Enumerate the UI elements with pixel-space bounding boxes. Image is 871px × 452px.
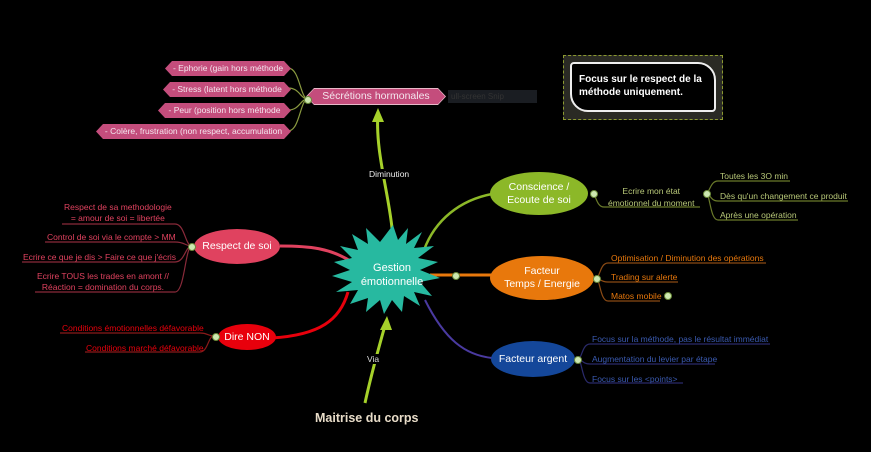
central-label-line1: Gestion	[373, 262, 411, 274]
secretion-child[interactable]: - Ephorie (gain hors méthode	[165, 61, 291, 76]
argent-label: Facteur argent	[498, 352, 568, 365]
arrow-head-bottom	[380, 316, 392, 330]
respect-child-line: = amour de soi = libertée	[70, 213, 165, 223]
temps-child[interactable]: Trading sur alerte	[611, 272, 677, 282]
secretions-node[interactable]: Sécrétions hormonales	[307, 89, 445, 104]
note-frame: Focus sur le respect de la méthode uniqu…	[563, 55, 723, 120]
respect-child-line: Réaction = domination du corps.	[41, 282, 165, 292]
note-text: Focus sur le respect de la méthode uniqu…	[579, 73, 702, 99]
link-central-to-conscience	[422, 192, 493, 251]
dire-non-child[interactable]: Conditions marché défavorable	[86, 343, 204, 353]
link-central-to-respect	[279, 244, 353, 264]
respect-child[interactable]: Control de soi via le compte > MM	[47, 232, 176, 242]
conscience-child[interactable]: Dès qu'un changement ce produit	[720, 191, 847, 201]
argent-child-label: Focus sur les <points>	[592, 374, 678, 384]
temps-child-label: Trading sur alerte	[611, 272, 678, 282]
note-text-line2: méthode uniquement.	[579, 87, 683, 98]
note-box[interactable]: Focus sur le respect de la méthode uniqu…	[570, 62, 716, 112]
collapse-toggle-temps[interactable]	[593, 275, 601, 283]
secretion-child-label: - Stress (latent hors méthode	[172, 84, 282, 94]
central-node[interactable]: Gestion émotionnelle	[352, 261, 432, 289]
conscience-sub-line2: émotionnel du moment	[608, 198, 695, 208]
secretion-child[interactable]: - Peur (position hors méthode	[158, 103, 291, 118]
dire-non-label: Dire NON	[224, 330, 270, 343]
collapse-toggle-argent[interactable]	[574, 356, 582, 364]
conscience-node[interactable]: Conscience / Ecoute de soi	[490, 172, 588, 215]
secretion-child-label: - Peur (position hors méthode	[168, 105, 281, 115]
conscience-child-label: Après une opération	[720, 210, 797, 220]
conscience-child[interactable]: Toutes les 3O min	[720, 171, 788, 181]
maitrise-node[interactable]: Maitrise du corps	[315, 411, 419, 425]
argent-child[interactable]: Augmentation du levier par étape	[592, 354, 717, 364]
conscience-label-line2: Ecoute de soi	[507, 193, 571, 206]
argent-child[interactable]: Focus sur la méthode, pas le résultat im…	[592, 334, 768, 344]
secretion-child[interactable]: - Stress (latent hors méthode	[163, 82, 291, 97]
temps-child[interactable]: Matos mobile	[611, 291, 662, 301]
collapse-toggle-temps-link[interactable]	[452, 272, 460, 280]
secretion-child[interactable]: - Colère, frustration (non respect, accu…	[96, 124, 291, 139]
conscience-child-label: Toutes les 3O min	[720, 171, 789, 181]
conscience-sub-line1: Ecrire mon état	[622, 186, 681, 196]
conscience-child[interactable]: Après une opération	[720, 210, 797, 220]
temps-label-line1: Facteur	[524, 265, 560, 277]
connector-label-via: Via	[367, 354, 380, 364]
central-splash-shape	[332, 225, 440, 314]
respect-child[interactable]: Respect de sa methodologie = amour de so…	[64, 202, 172, 224]
respect-child[interactable]: Ecrire ce que je dis > Faire ce que j'éc…	[23, 252, 176, 262]
dire-non-node[interactable]: Dire NON	[218, 324, 276, 350]
argent-node[interactable]: Facteur argent	[491, 341, 575, 377]
conscience-child-label: Dès qu'un changement ce produit	[720, 191, 847, 201]
dire-non-child-label: Conditions marché défavorable	[86, 343, 204, 353]
bracket-secretions	[287, 67, 309, 132]
collapse-toggle-dire-non[interactable]	[212, 333, 220, 341]
respect-child-line: Respect de sa methodologie	[64, 202, 172, 212]
temps-child-label: Optimisation / Diminution des opérations	[611, 253, 764, 263]
link-central-to-maitrise	[363, 321, 388, 404]
respect-child-line: Ecrire ce que je dis > Faire ce que j'éc…	[23, 252, 177, 262]
collapse-toggle-conscience-sub[interactable]	[703, 190, 711, 198]
secretion-child-label: - Colère, frustration (non respect, accu…	[104, 126, 283, 136]
argent-child-label: Augmentation du levier par étape	[592, 354, 718, 364]
collapse-toggle-respect[interactable]	[188, 243, 196, 251]
temps-child[interactable]: Optimisation / Diminution des opérations	[611, 253, 764, 263]
respect-label: Respect de soi	[202, 240, 272, 252]
respect-child-line: Ecrire TOUS les trades en amont //	[37, 271, 169, 281]
argent-child-label: Focus sur la méthode, pas le résultat im…	[592, 334, 769, 344]
link-central-to-direnon	[271, 291, 350, 340]
connector-label-diminution: Diminution	[368, 169, 411, 179]
dire-non-child-label: Conditions émotionnelles défavorable	[62, 323, 204, 333]
temps-child-label: Matos mobile	[611, 291, 662, 301]
conscience-sub[interactable]: Ecrire mon état émotionnel du moment	[608, 185, 694, 209]
secretions-label: Sécrétions hormonales	[322, 90, 430, 102]
temps-label-line2: Temps / Energie	[504, 278, 580, 290]
collapse-toggle-secretions[interactable]	[304, 96, 312, 104]
note-text-line1: Focus sur le respect de la	[579, 74, 702, 85]
collapse-toggle-conscience[interactable]	[590, 190, 598, 198]
respect-node[interactable]: Respect de soi	[194, 229, 280, 264]
dire-non-child[interactable]: Conditions émotionnelles défavorable	[62, 323, 204, 333]
arrow-head-top	[372, 108, 384, 122]
respect-child-line: Control de soi via le compte > MM	[47, 232, 176, 242]
conscience-label-line1: Conscience /	[508, 180, 570, 193]
respect-child[interactable]: Ecrire TOUS les trades en amont // Réact…	[37, 271, 169, 293]
expand-toggle-matos[interactable]	[664, 292, 672, 300]
bracket-respect	[22, 223, 193, 293]
central-label-line2: émotionnelle	[360, 276, 424, 288]
tooltip-fragment: ull-screen Snip	[448, 90, 537, 103]
secretion-child-label: - Ephorie (gain hors méthode	[172, 63, 284, 73]
temps-node[interactable]: Facteur Temps / Energie	[490, 256, 594, 300]
argent-child[interactable]: Focus sur les <points>	[592, 374, 678, 384]
link-central-to-argent	[424, 299, 493, 359]
